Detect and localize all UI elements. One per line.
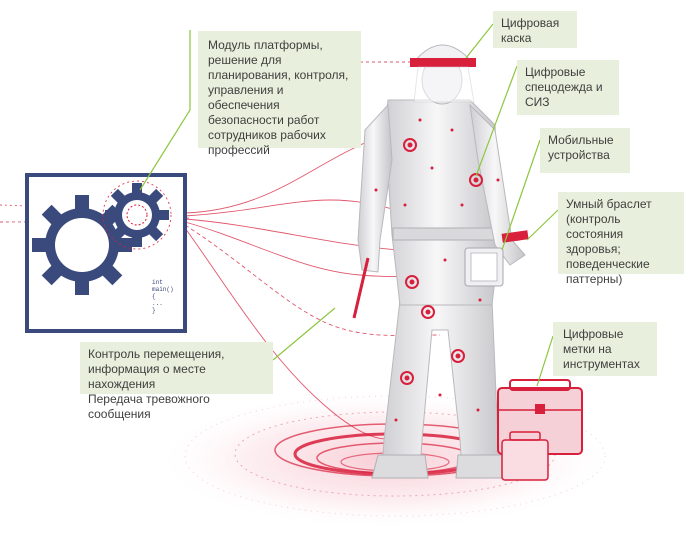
label-digital-helmet: Цифровая каска — [493, 11, 577, 48]
leader-lines — [139, 23, 559, 387]
code-line: ... — [152, 300, 163, 307]
gears-icon: int main() { ... } — [25, 173, 187, 333]
toolbox-icon — [497, 379, 583, 481]
label-tool-tags: Цифровые метки на инструментах — [553, 322, 657, 376]
code-line: main() — [152, 286, 174, 293]
label-platform-module: Модуль платформы, решение для планирован… — [198, 31, 361, 157]
code-line: } — [152, 307, 156, 314]
code-line: int — [152, 279, 163, 286]
label-movement-control: Контроль перемещения, информация о месте… — [80, 342, 273, 421]
code-line: { — [152, 293, 156, 300]
worker-figure — [352, 44, 529, 479]
label-mobile-devices: Мобильные устройства — [540, 128, 630, 173]
label-smart-bracelet: Умный браслет (контроль состояния здоров… — [558, 192, 684, 286]
label-digital-clothing: Цифровые спецодежда и СИЗ — [517, 60, 619, 115]
